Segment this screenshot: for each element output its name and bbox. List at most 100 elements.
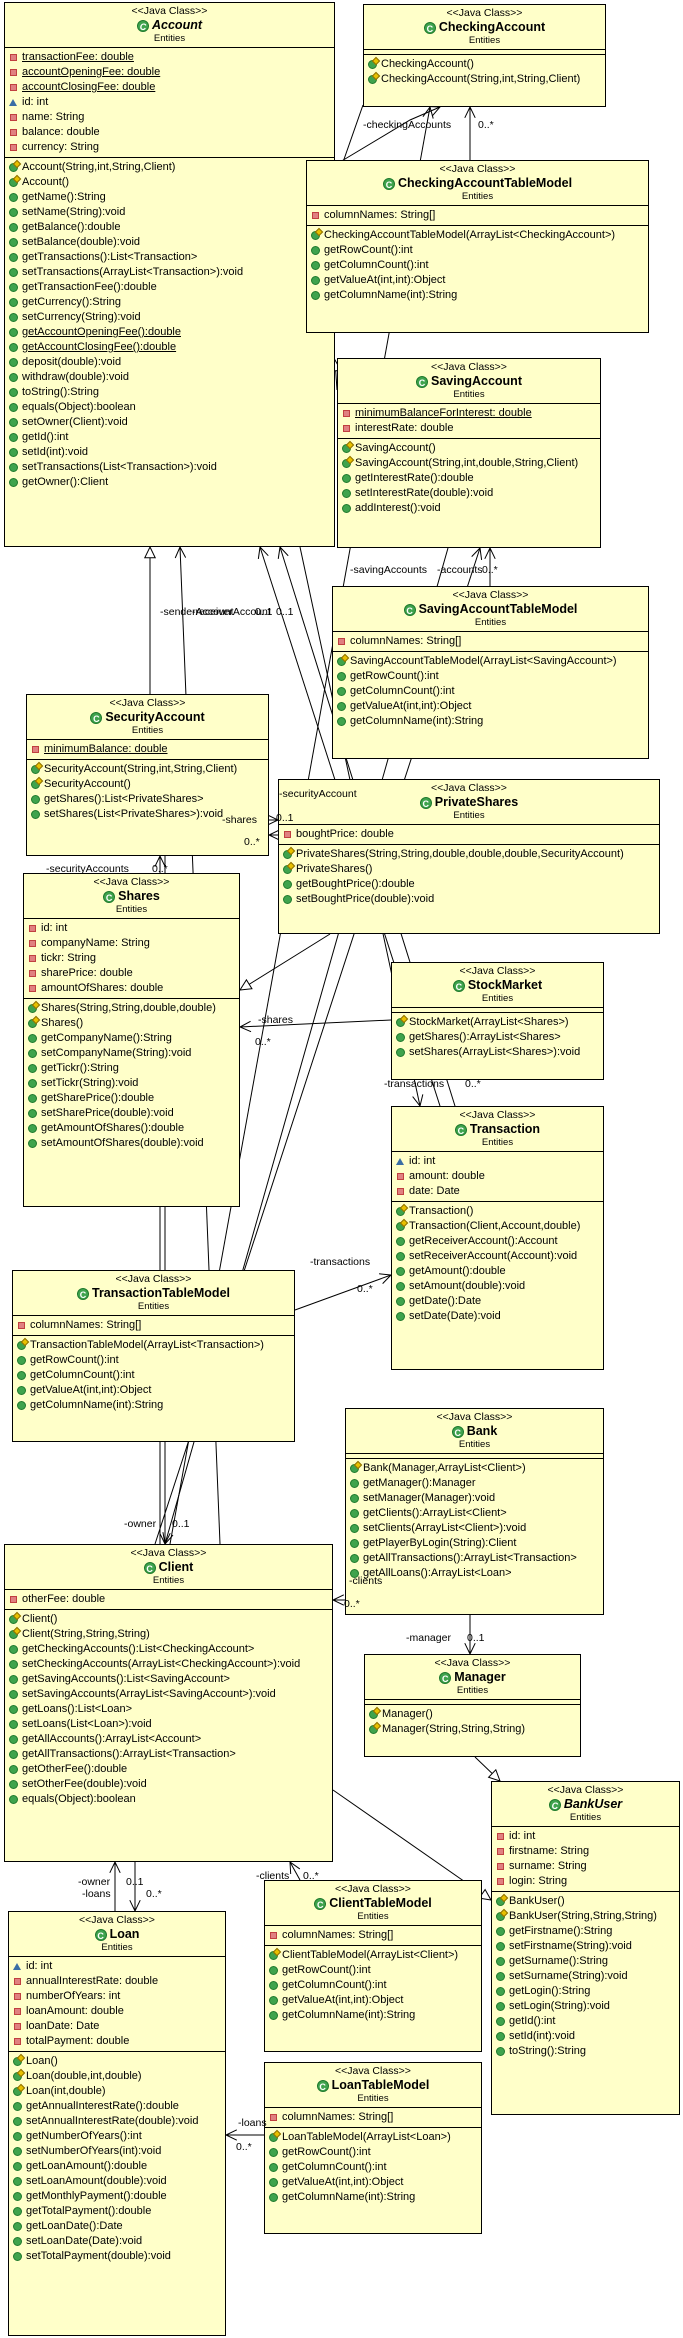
method-row[interactable]: equals(Object):boolean (9, 400, 334, 415)
field-row[interactable]: columnNames: String[] (337, 634, 648, 649)
method-row[interactable]: getColumnCount():int (17, 1368, 294, 1383)
method-row[interactable]: setNumberOfYears(int):void (13, 2144, 225, 2159)
method-row[interactable]: getRowCount():int (269, 2145, 481, 2160)
method-row[interactable]: getColumnCount():int (269, 2160, 481, 2175)
method-row[interactable]: setManager(Manager):void (350, 1491, 603, 1506)
method-row[interactable]: CheckingAccountTableModel(ArrayList<Chec… (311, 228, 648, 243)
method-row[interactable]: Client() (9, 1612, 332, 1627)
method-row[interactable]: getValueAt(int,int):Object (17, 1383, 294, 1398)
field-row[interactable]: login: String (496, 1874, 679, 1889)
field-row[interactable]: columnNames: String[] (269, 2110, 481, 2125)
method-row[interactable]: ClientTableModel(ArrayList<Client>) (269, 1948, 481, 1963)
method-row[interactable]: getLoanDate():Date (13, 2219, 225, 2234)
field-row[interactable]: id: int (28, 921, 239, 936)
field-row[interactable]: loanDate: Date (13, 2019, 225, 2034)
method-row[interactable]: Shares() (28, 1016, 239, 1031)
field-row[interactable]: id: int (396, 1154, 603, 1169)
method-row[interactable]: getValueAt(int,int):Object (311, 273, 648, 288)
field-row[interactable]: amount: double (396, 1169, 603, 1184)
field-row[interactable]: name: String (9, 110, 334, 125)
method-row[interactable]: getColumnName(int):String (337, 714, 648, 729)
method-row[interactable]: setClients(ArrayList<Client>):void (350, 1521, 603, 1536)
method-row[interactable]: setAnnualInterestRate(double):void (13, 2114, 225, 2129)
method-row[interactable]: toString():String (9, 385, 334, 400)
method-row[interactable]: getClients():ArrayList<Client> (350, 1506, 603, 1521)
field-row[interactable]: date: Date (396, 1184, 603, 1199)
method-row[interactable]: getCompanyName():String (28, 1031, 239, 1046)
method-row[interactable]: getMonthlyPayment():double (13, 2189, 225, 2204)
method-row[interactable]: BankUser(String,String,String) (496, 1909, 679, 1924)
method-row[interactable]: getColumnCount():int (311, 258, 648, 273)
method-row[interactable]: CheckingAccount() (368, 57, 605, 72)
method-row[interactable]: Client(String,String,String) (9, 1627, 332, 1642)
method-row[interactable]: getShares():List<PrivateShares> (31, 792, 268, 807)
method-row[interactable]: addInterest():void (342, 501, 600, 516)
field-row[interactable]: loanAmount: double (13, 2004, 225, 2019)
method-row[interactable]: getInterestRate():double (342, 471, 600, 486)
method-row[interactable]: setSurname(String):void (496, 1969, 679, 1984)
method-row[interactable]: getTransactions():List<Transaction> (9, 250, 334, 265)
method-row[interactable]: getRowCount():int (311, 243, 648, 258)
field-row[interactable]: minimumBalanceForInterest: double (342, 406, 600, 421)
method-row[interactable]: getTickr():String (28, 1061, 239, 1076)
method-row[interactable]: getColumnName(int):String (17, 1398, 294, 1413)
method-row[interactable]: getRowCount():int (269, 1963, 481, 1978)
method-row[interactable]: getAccountOpeningFee():double (9, 325, 334, 340)
method-row[interactable]: getSurname():String (496, 1954, 679, 1969)
method-row[interactable]: getSharePrice():double (28, 1091, 239, 1106)
method-row[interactable]: getTransactionFee():double (9, 280, 334, 295)
method-row[interactable]: equals(Object):boolean (9, 1792, 332, 1807)
method-row[interactable]: setFirstname(String):void (496, 1939, 679, 1954)
method-row[interactable]: getId():int (496, 2014, 679, 2029)
method-row[interactable]: getFirstname():String (496, 1924, 679, 1939)
method-row[interactable]: getRowCount():int (17, 1353, 294, 1368)
field-row[interactable]: accountClosingFee: double (9, 80, 334, 95)
method-row[interactable]: getAccountClosingFee():double (9, 340, 334, 355)
method-row[interactable]: PrivateShares(String,String,double,doubl… (283, 847, 659, 862)
method-row[interactable]: getBalance():double (9, 220, 334, 235)
method-row[interactable]: getNumberOfYears():int (13, 2129, 225, 2144)
method-row[interactable]: SecurityAccount(String,int,String,Client… (31, 762, 268, 777)
method-row[interactable]: PrivateShares() (283, 862, 659, 877)
method-row[interactable]: withdraw(double):void (9, 370, 334, 385)
method-row[interactable]: Account(String,int,String,Client) (9, 160, 334, 175)
method-row[interactable]: BankUser() (496, 1894, 679, 1909)
method-row[interactable]: getAllTransactions():ArrayList<Transacti… (350, 1551, 603, 1566)
method-row[interactable]: Loan() (13, 2054, 225, 2069)
field-row[interactable]: columnNames: String[] (269, 1928, 481, 1943)
method-row[interactable]: getSavingAccounts():List<SavingAccount> (9, 1672, 332, 1687)
method-row[interactable]: LoanTableModel(ArrayList<Loan>) (269, 2130, 481, 2145)
method-row[interactable]: getAnnualInterestRate():double (13, 2099, 225, 2114)
method-row[interactable]: setOtherFee(double):void (9, 1777, 332, 1792)
method-row[interactable]: setName(String):void (9, 205, 334, 220)
field-row[interactable]: tickr: String (28, 951, 239, 966)
field-row[interactable]: totalPayment: double (13, 2034, 225, 2049)
field-row[interactable]: transactionFee: double (9, 50, 334, 65)
method-row[interactable]: setTickr(String):void (28, 1076, 239, 1091)
method-row[interactable]: setLogin(String):void (496, 1999, 679, 2014)
field-row[interactable]: surname: String (496, 1859, 679, 1874)
method-row[interactable]: setDate(Date):void (396, 1309, 603, 1324)
method-row[interactable]: setTransactions(ArrayList<Transaction>):… (9, 265, 334, 280)
method-row[interactable]: Shares(String,String,double,double) (28, 1001, 239, 1016)
field-row[interactable]: columnNames: String[] (17, 1318, 294, 1333)
method-row[interactable]: SavingAccountTableModel(ArrayList<Saving… (337, 654, 648, 669)
method-row[interactable]: Transaction(Client,Account,double) (396, 1219, 603, 1234)
method-row[interactable]: Manager() (369, 1707, 580, 1722)
method-row[interactable]: getDate():Date (396, 1294, 603, 1309)
method-row[interactable]: setSavingAccounts(ArrayList<SavingAccoun… (9, 1687, 332, 1702)
field-row[interactable]: columnNames: String[] (311, 208, 648, 223)
field-row[interactable]: numberOfYears: int (13, 1989, 225, 2004)
